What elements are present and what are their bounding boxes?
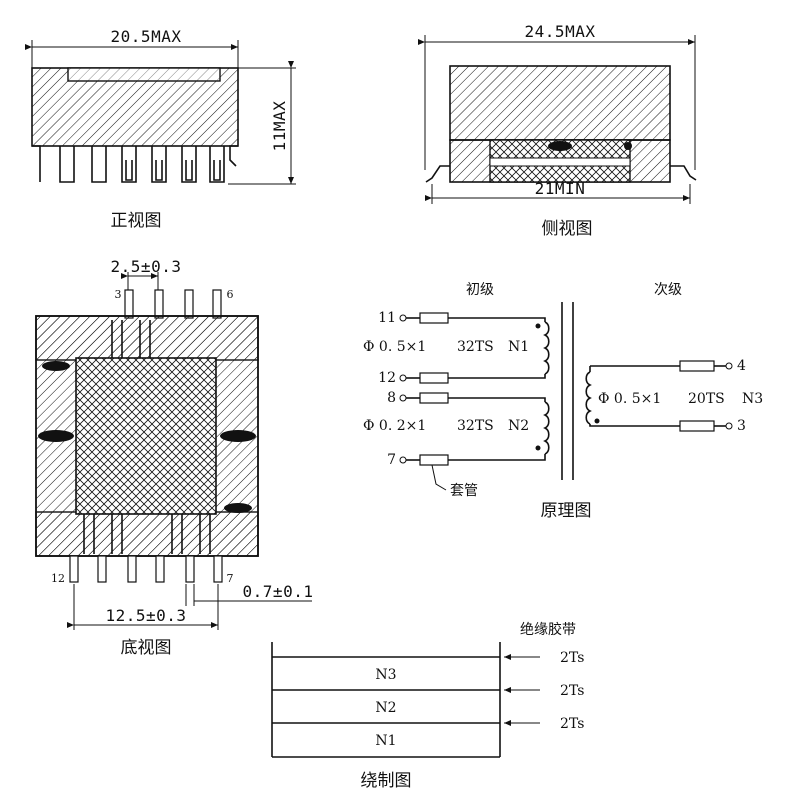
layer-n2: N2	[375, 700, 396, 716]
n1-turns: 32TS	[457, 339, 494, 355]
tape-label: 绝缘胶带	[520, 621, 576, 638]
winding-diagram: 绝缘胶带 N3 N2 N1 2Ts 2Ts 2Ts 绕制图	[271, 621, 584, 791]
sleeve-n1-start	[419, 312, 449, 324]
side-min-dimension: 21MIN	[535, 179, 586, 198]
side-left-lead	[425, 165, 450, 183]
front-height-dimension: 11MAX	[270, 101, 289, 152]
schematic-caption: 原理图	[541, 501, 592, 521]
coil-n2	[543, 401, 550, 455]
sleeve-n2-end	[419, 454, 449, 466]
secondary-title: 次级	[654, 282, 682, 298]
side-view: 24.5MAX 21MIN 侧视图	[418, 22, 697, 239]
layer-n3: N3	[375, 667, 396, 683]
pin-4-label: 4	[737, 358, 746, 374]
bottom-view-caption: 底视图	[121, 638, 172, 658]
front-view: 20.5MAX 11MAX 正视图	[25, 27, 296, 231]
tape-1-turns: 2Ts	[560, 650, 584, 666]
layer-n1: N1	[375, 733, 396, 749]
pin-7-label: 7	[387, 452, 396, 468]
front-width-dimension: 20.5MAX	[111, 27, 182, 46]
n3-turns: 20TS	[688, 391, 725, 407]
pitch-dimension: 2.5±0.3	[111, 257, 182, 276]
front-view-caption: 正视图	[111, 211, 162, 231]
n2-name: N2	[508, 418, 529, 434]
n1-name: N1	[508, 339, 529, 355]
sleeve-n3-start	[679, 360, 715, 372]
tape-3-turns: 2Ts	[560, 716, 584, 732]
n3-name: N3	[742, 391, 763, 407]
bottom-top-pins	[124, 289, 222, 319]
pin-8-label: 8	[387, 390, 396, 406]
pin-6-label: 6	[227, 288, 234, 301]
n2-turns: 32TS	[457, 418, 494, 434]
n3-spec: Φ 0. 5×1	[598, 391, 661, 407]
coil-n1	[543, 321, 550, 375]
tape-2-turns: 2Ts	[560, 683, 584, 699]
side-wire-dot	[548, 141, 572, 151]
bottom-core	[76, 358, 216, 514]
n1-spec: Φ 0. 5×1	[363, 339, 426, 355]
side-upper-core	[449, 65, 671, 141]
primary-title: 初级	[466, 281, 494, 298]
sleeve-label: 套管	[450, 483, 478, 499]
n2-spec: Φ 0. 2×1	[363, 418, 426, 434]
coil-n3	[585, 371, 592, 425]
bottom-lower-pins	[69, 555, 223, 583]
pin-3-label: 3	[115, 288, 122, 301]
schematic: 初级 次级 11 12 Φ 0. 5×1 32TS N1 8 7 Φ 0.	[363, 281, 763, 521]
side-width-dimension: 24.5MAX	[525, 22, 596, 41]
front-base	[32, 145, 238, 182]
pin-width-dimension: 0.7±0.1	[243, 582, 314, 601]
pin-3-label: 3	[737, 418, 746, 434]
winding-caption: 绕制图	[361, 771, 412, 791]
bottom-view: 2.5±0.3 3 6	[35, 257, 314, 658]
front-pins	[59, 146, 225, 183]
span-dimension: 12.5±0.3	[105, 606, 186, 625]
pin-7-label: 7	[227, 572, 234, 585]
side-right-lead	[670, 165, 697, 181]
side-view-caption: 侧视图	[542, 219, 593, 239]
pin-12-label: 12	[51, 572, 65, 585]
pin-12-label: 12	[378, 370, 396, 386]
pin-11-label: 11	[378, 310, 396, 326]
